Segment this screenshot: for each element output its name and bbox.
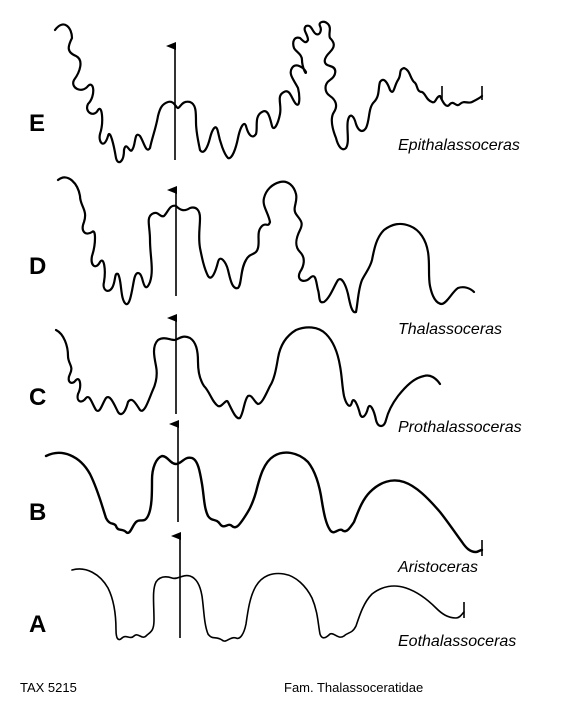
genus-label-a: Eothalassoceras xyxy=(398,633,516,650)
row-letter-a: A xyxy=(29,611,46,638)
row-letter-c: C xyxy=(29,384,46,411)
genus-label-c: Prothalassoceras xyxy=(398,419,522,436)
suture-line-a xyxy=(71,568,465,642)
genus-label-d: Thalassoceras xyxy=(398,321,502,338)
genus-label-e: Epithalassoceras xyxy=(398,137,520,154)
genus-label-b: Aristoceras xyxy=(397,559,478,576)
suture-line-e xyxy=(53,20,484,164)
family-name: Fam. Thalassoceratidae xyxy=(284,680,424,695)
row-letter-e: E xyxy=(29,110,45,137)
suture-line-c xyxy=(54,326,442,428)
catalog-number: TAX 5215 xyxy=(20,680,77,695)
row-letter-b: B xyxy=(29,499,46,526)
row-e: E Epithalassoceras xyxy=(29,20,520,164)
suture-line-b xyxy=(44,451,484,554)
row-d: D Thalassoceras xyxy=(29,176,502,338)
row-a: A Eothalassoceras xyxy=(29,532,516,650)
row-b: B Aristoceras xyxy=(29,420,484,576)
row-letter-d: D xyxy=(29,253,46,280)
suture-line-d xyxy=(56,176,476,314)
row-c: C Prothalassoceras xyxy=(29,314,522,436)
